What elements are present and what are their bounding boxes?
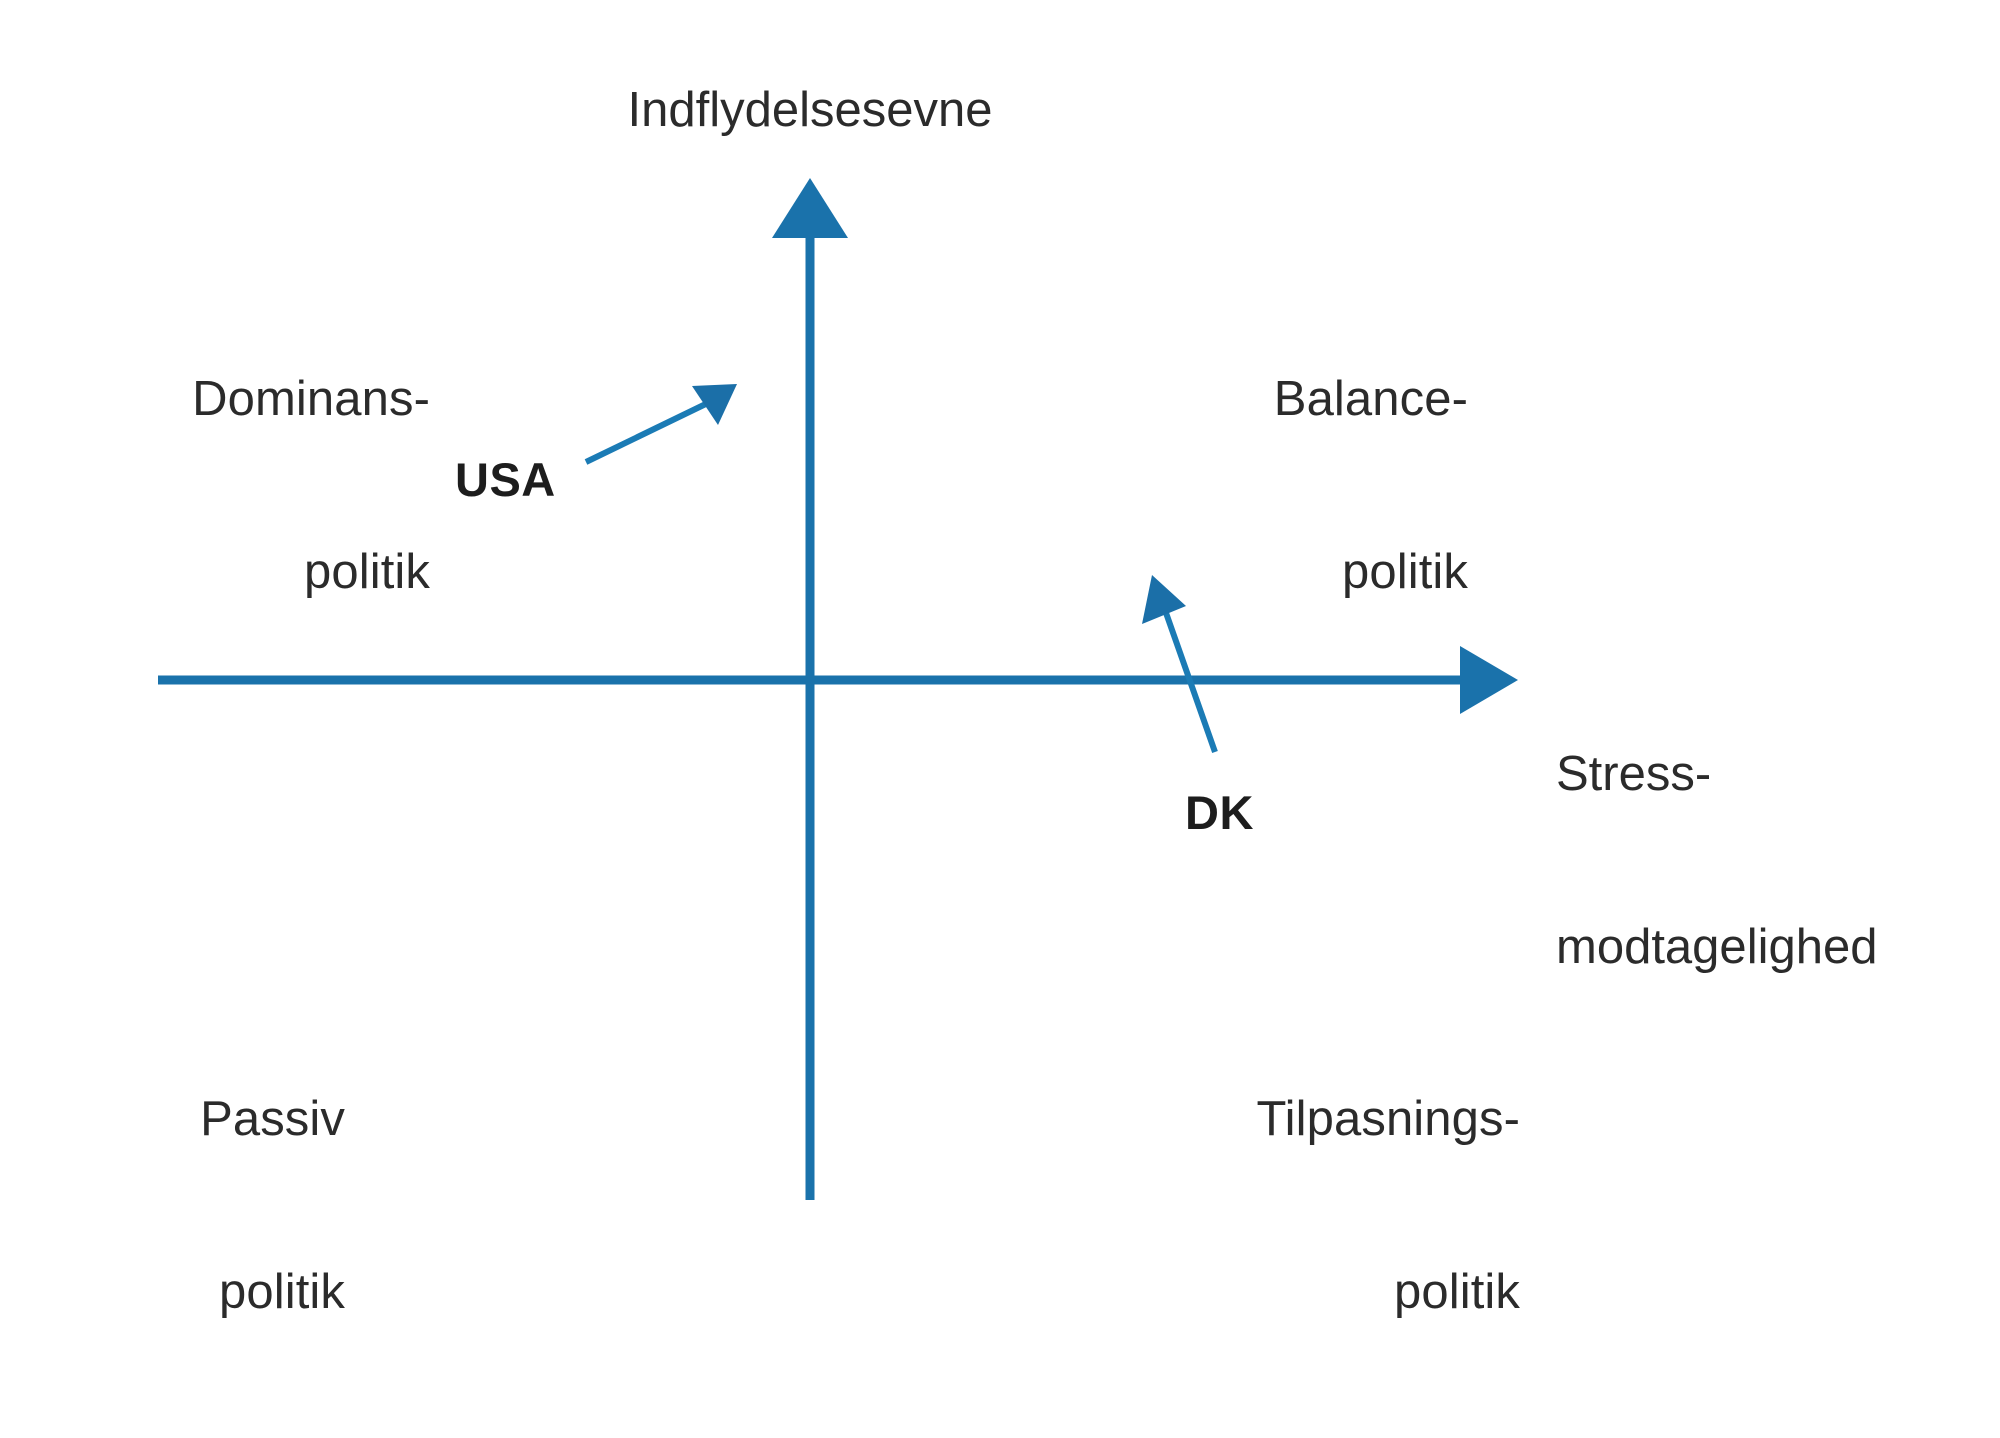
y-axis-arrowhead	[772, 178, 848, 238]
quadrant-diagram: Indflydelsesevne Stress- modtagelighed D…	[60, 83, 1986, 1320]
dk-trend-arrow-shaft	[1162, 609, 1218, 753]
quadrant-label-balance-politik: Balance- politik	[1100, 255, 1468, 718]
quadrant-label-tilpasnings-line1: Tilpasnings-	[1256, 1091, 1520, 1146]
quadrant-label-passiv-politik: Passiv politik	[20, 975, 345, 1438]
marker-label-dk: DK	[1185, 786, 1254, 839]
quadrant-label-balance-line1: Balance-	[1273, 371, 1468, 426]
x-axis-title-line2: modtagelighed	[1556, 920, 1878, 975]
quadrant-label-passiv-line1: Passiv	[200, 1091, 345, 1146]
quadrant-label-passiv-line2: politik	[219, 1265, 345, 1320]
dk-trend-arrowhead	[1142, 575, 1186, 624]
x-axis-title-line1: Stress-	[1556, 746, 1712, 801]
x-axis-arrowhead	[1460, 646, 1518, 714]
quadrant-label-balance-line2: politik	[1342, 545, 1468, 600]
quadrant-label-dominans-line2: politik	[304, 545, 430, 600]
usa-trend-arrowhead	[692, 384, 737, 425]
usa-trend-arrow-shaft	[584, 397, 716, 465]
quadrant-label-tilpasnings-politik: Tilpasnings- politik	[1060, 975, 1520, 1438]
marker-label-usa: USA	[455, 453, 556, 506]
quadrant-label-dominans-politik: Dominans- politik	[60, 255, 430, 718]
quadrant-label-dominans-line1: Dominans-	[192, 371, 430, 426]
quadrant-label-tilpasnings-line2: politik	[1394, 1265, 1520, 1320]
axes-and-arrows-layer	[158, 178, 1518, 1200]
y-axis-title: Indflydelsesevne	[627, 83, 993, 137]
x-axis-title: Stress- modtagelighed	[1556, 630, 1986, 1093]
